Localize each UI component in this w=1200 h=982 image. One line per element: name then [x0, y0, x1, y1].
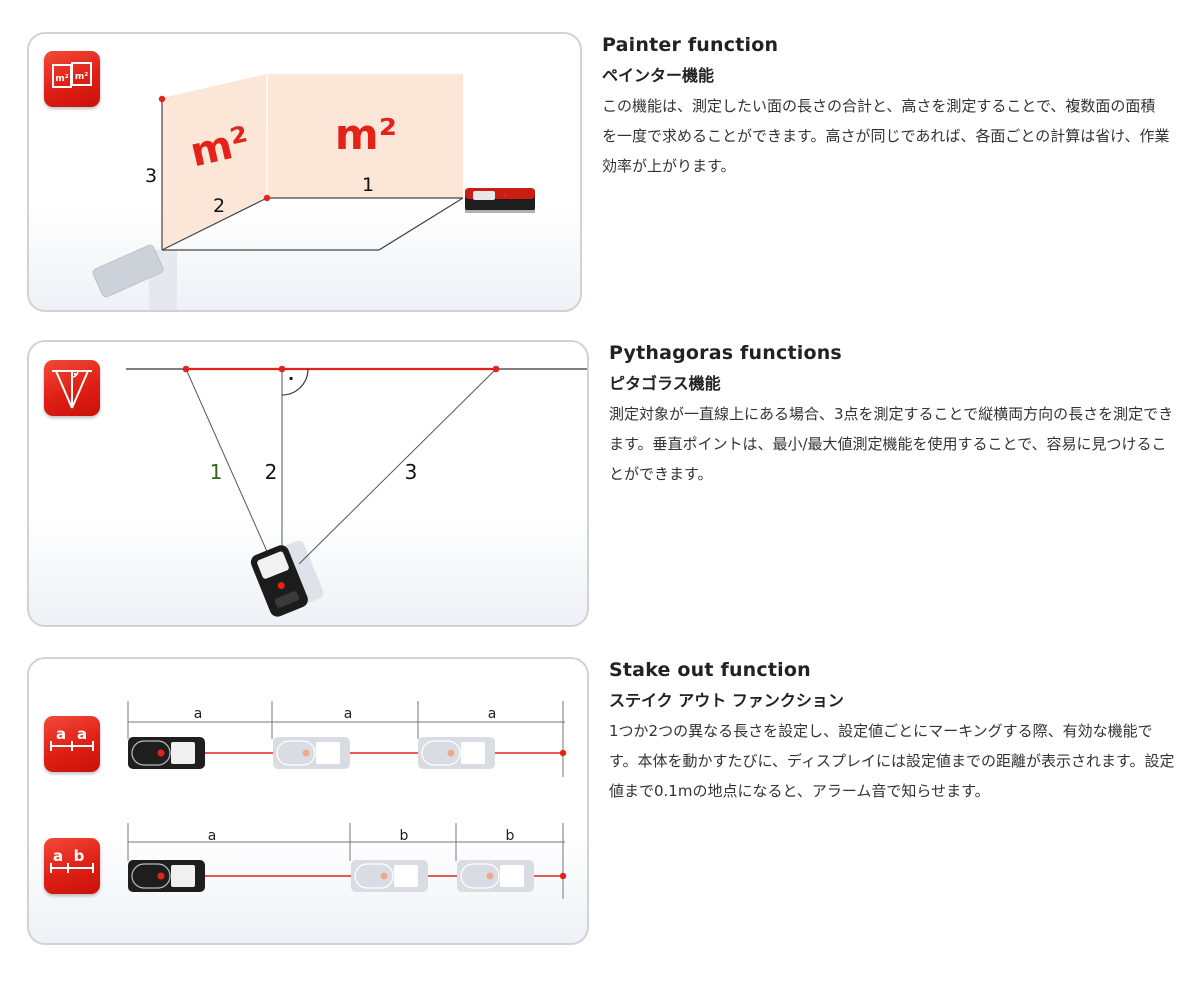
point-1	[182, 365, 190, 373]
painter-description: この機能は、測定したい面の長さの合計と、高さを測定することで、複数面の面積を一度…	[602, 97, 1170, 175]
row2-device-active	[128, 860, 205, 892]
badge-area-label-1: m²	[55, 74, 68, 84]
stake-out-aa-badge: a a	[44, 716, 100, 772]
badge2-label-2: b	[74, 847, 85, 865]
painter-diagram: m² m² 3 2 1	[92, 74, 535, 310]
point-3	[492, 365, 500, 373]
row2-device-ghost-2	[457, 860, 534, 892]
row1-label-3: a	[488, 706, 497, 722]
row1-label-1: a	[194, 706, 203, 722]
pythagoras-text-block: Pythagoras functions ピタゴラス機能 測定対象が一直線上にあ…	[609, 342, 1177, 489]
measure-label-1: 1	[362, 174, 374, 196]
pythagoras-diagram: · 1 2 3	[126, 365, 587, 617]
pythagoras-diagram-panel: · 1 2 3	[27, 340, 589, 627]
measure-line-3	[298, 368, 497, 565]
stake-out-text-block: Stake out function ステイク アウト ファンクション 1つか2…	[609, 659, 1177, 806]
ghost-device-painter	[92, 244, 177, 310]
painter-function-badge: m² m²	[44, 51, 100, 107]
badge1-label-1: a	[56, 725, 66, 743]
row1-device-ghost-2	[418, 737, 495, 769]
pythagoras-title-ja: ピタゴラス機能	[609, 374, 721, 393]
row2-label-3: b	[506, 828, 515, 844]
painter-diagram-panel: m² m² m² m² 3 2 1	[27, 32, 582, 312]
laser-meter-device-pythagoras	[250, 545, 308, 617]
point-2	[278, 365, 286, 373]
row1-label-2: a	[344, 706, 353, 722]
stake-out-diagram-panel: a a a b a a a	[27, 657, 589, 945]
measure-label-2: 2	[265, 460, 278, 484]
measure-label-1: 1	[210, 460, 223, 484]
stake-out-two-lengths-icon: a b	[50, 847, 94, 873]
painter-text-block: Painter function ペインター機能 この機能は、測定したい面の長さ…	[602, 34, 1170, 181]
pythagoras-title-en: Pythagoras functions	[609, 342, 842, 364]
row2-label-1: a	[208, 828, 217, 844]
right-wall	[267, 74, 463, 198]
painter-title-en: Painter function	[602, 34, 779, 56]
right-angle-arc	[281, 368, 309, 396]
right-angle-dot: ·	[288, 369, 294, 388]
left-wall-base-line	[161, 197, 268, 251]
measure-line-1	[185, 368, 278, 575]
row2-label-2: b	[400, 828, 409, 844]
measure-label-2: 2	[213, 195, 225, 217]
point-top-left	[158, 95, 166, 103]
badge2-label-1: a	[53, 847, 63, 865]
stake-out-ab-badge: a b	[44, 838, 100, 894]
painter-area-icon: m² m²	[52, 62, 92, 88]
stake-out-diagram: a a a a b b	[127, 701, 567, 899]
point-corner	[263, 194, 271, 202]
measure-label-3: 3	[145, 165, 157, 187]
pythagoras-description: 測定対象が一直線上にある場合、3点を測定することで縦横両方向の長さを測定できます…	[609, 405, 1174, 483]
badge-area-label-2: m²	[75, 72, 88, 82]
row2-device-ghost-1	[351, 860, 428, 892]
left-wall	[162, 74, 267, 250]
stake-out-description: 1つか2つの異なる長さを設定し、設定値ごとにマーキングする際、有効な機能です。本…	[609, 722, 1175, 800]
painter-title-ja: ペインター機能	[602, 66, 715, 85]
stake-out-title-ja: ステイク アウト ファンクション	[609, 691, 844, 710]
badge1-label-2: a	[77, 725, 87, 743]
right-wall-area-label: m²	[335, 110, 397, 159]
laser-meter-device-painter	[465, 188, 535, 213]
pythagoras-triangle-icon	[52, 370, 92, 409]
stake-out-equal-lengths-icon: a a	[50, 725, 94, 751]
row1-device-ghost-1	[273, 737, 350, 769]
row1-device-active	[128, 737, 205, 769]
pythagoras-function-badge	[44, 360, 100, 416]
stake-out-title-en: Stake out function	[609, 659, 811, 681]
measure-label-3: 3	[405, 460, 418, 484]
